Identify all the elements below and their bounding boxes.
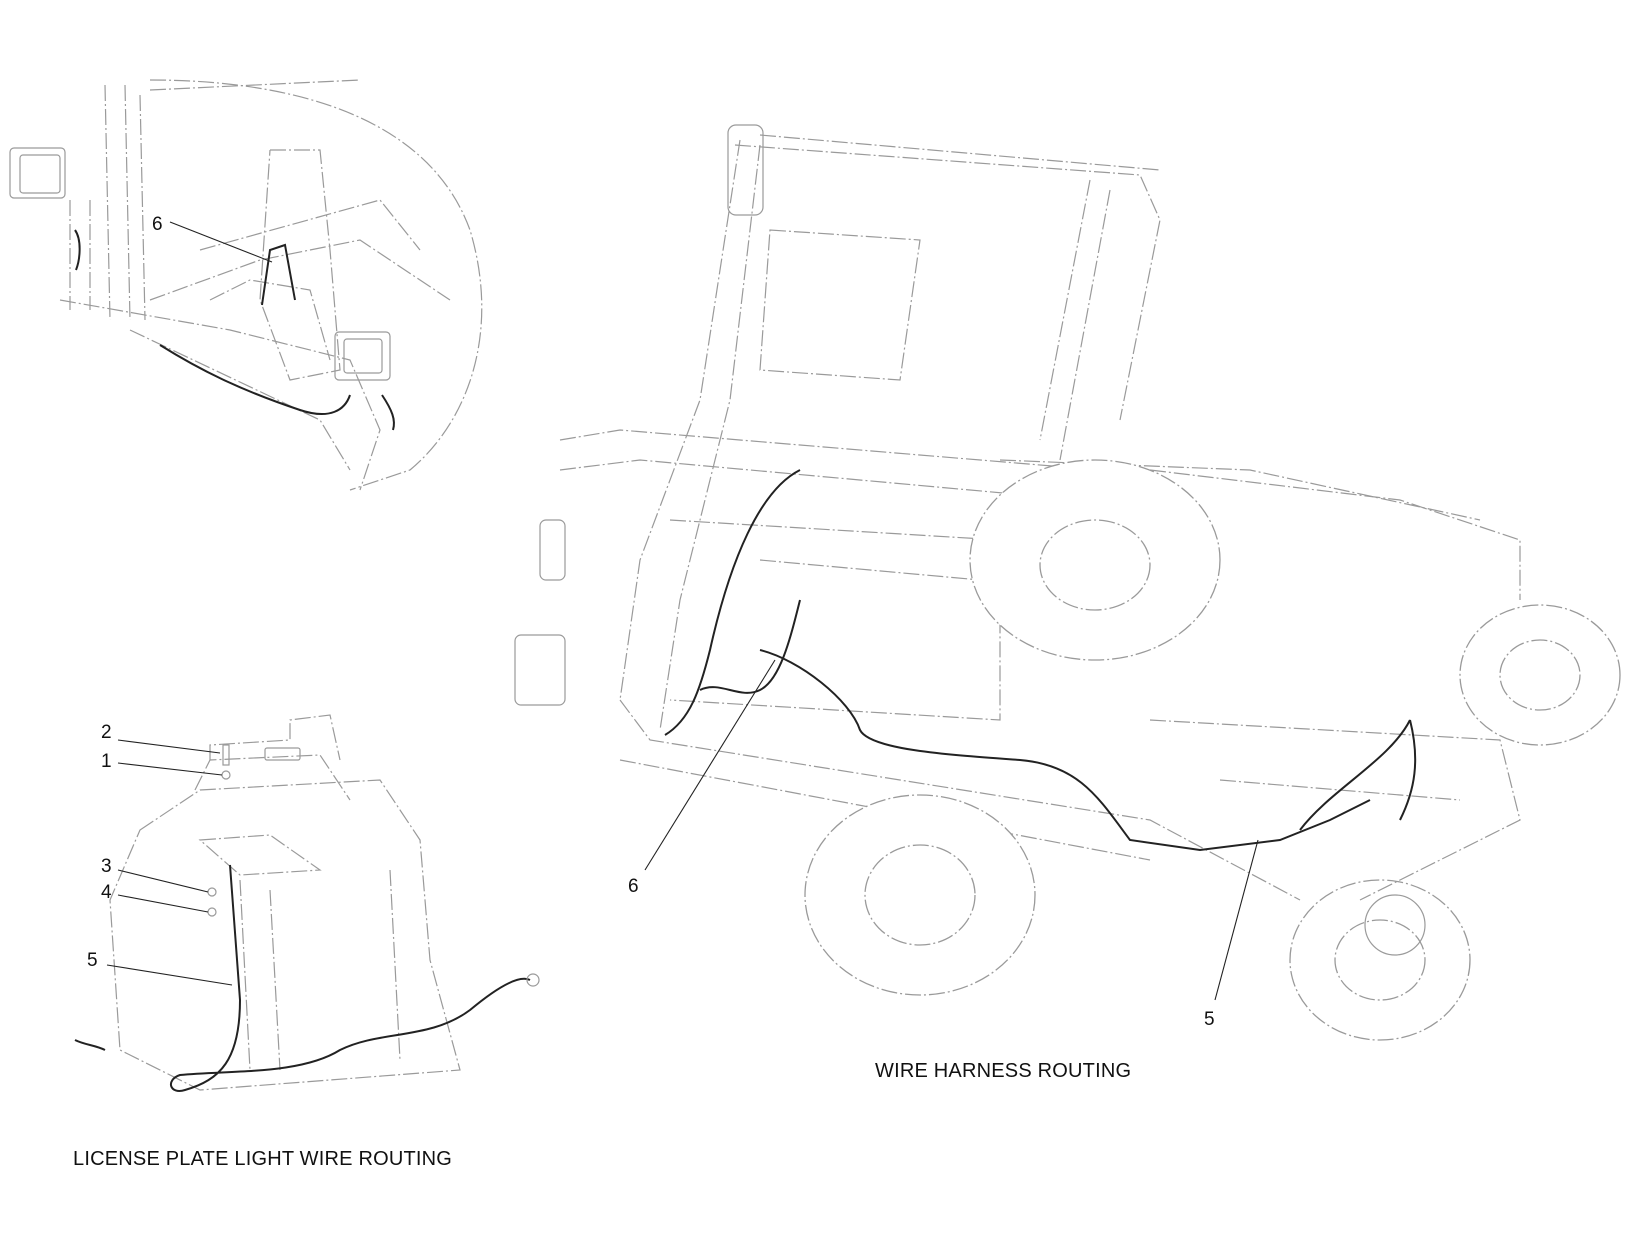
leader-3 — [117, 869, 209, 893]
callout-6b: 6 — [628, 876, 639, 897]
leader-5b — [1214, 839, 1259, 1001]
leader-5a — [106, 964, 233, 986]
callout-1: 1 — [101, 751, 112, 772]
part-3-icon — [207, 887, 217, 897]
license-plate-light-icon — [264, 747, 301, 761]
headlight-detail-view: 6 — [9, 79, 483, 491]
harness-wire-6a — [74, 229, 81, 271]
caption-wire-harness-routing: WIRE HARNESS ROUTING — [875, 1060, 1132, 1082]
caption-license-plate-light-wire-routing: LICENSE PLATE LIGHT WIRE ROUTING — [73, 1148, 453, 1170]
callout-2: 2 — [101, 722, 112, 743]
callout-6a: 6 — [152, 214, 163, 235]
leader-6a — [169, 221, 273, 263]
part-4-icon — [207, 907, 217, 917]
vehicle-main-view: 6 5 — [514, 124, 1621, 1041]
callout-4: 4 — [101, 882, 112, 903]
callout-3: 3 — [101, 856, 112, 877]
callout-5a: 5 — [87, 950, 98, 971]
screw-part-2-icon — [222, 744, 230, 766]
leader-2 — [117, 739, 221, 754]
leader-6b — [644, 659, 776, 871]
leader-4 — [117, 894, 209, 913]
mirror-left-icon — [539, 519, 566, 581]
washer-part-1-icon — [221, 770, 231, 780]
left-headlight-icon — [9, 147, 66, 199]
license-light-wire-5 — [170, 864, 531, 1092]
right-headlight-icon — [334, 331, 391, 381]
mirror-upper-icon — [727, 124, 764, 216]
callout-5b: 5 — [1204, 1009, 1215, 1030]
front-headlight-icon — [514, 634, 566, 706]
license-plate-view: 2 1 3 4 5 — [74, 714, 540, 1092]
harness-wire-6b — [664, 469, 801, 736]
leader-1 — [117, 762, 223, 776]
